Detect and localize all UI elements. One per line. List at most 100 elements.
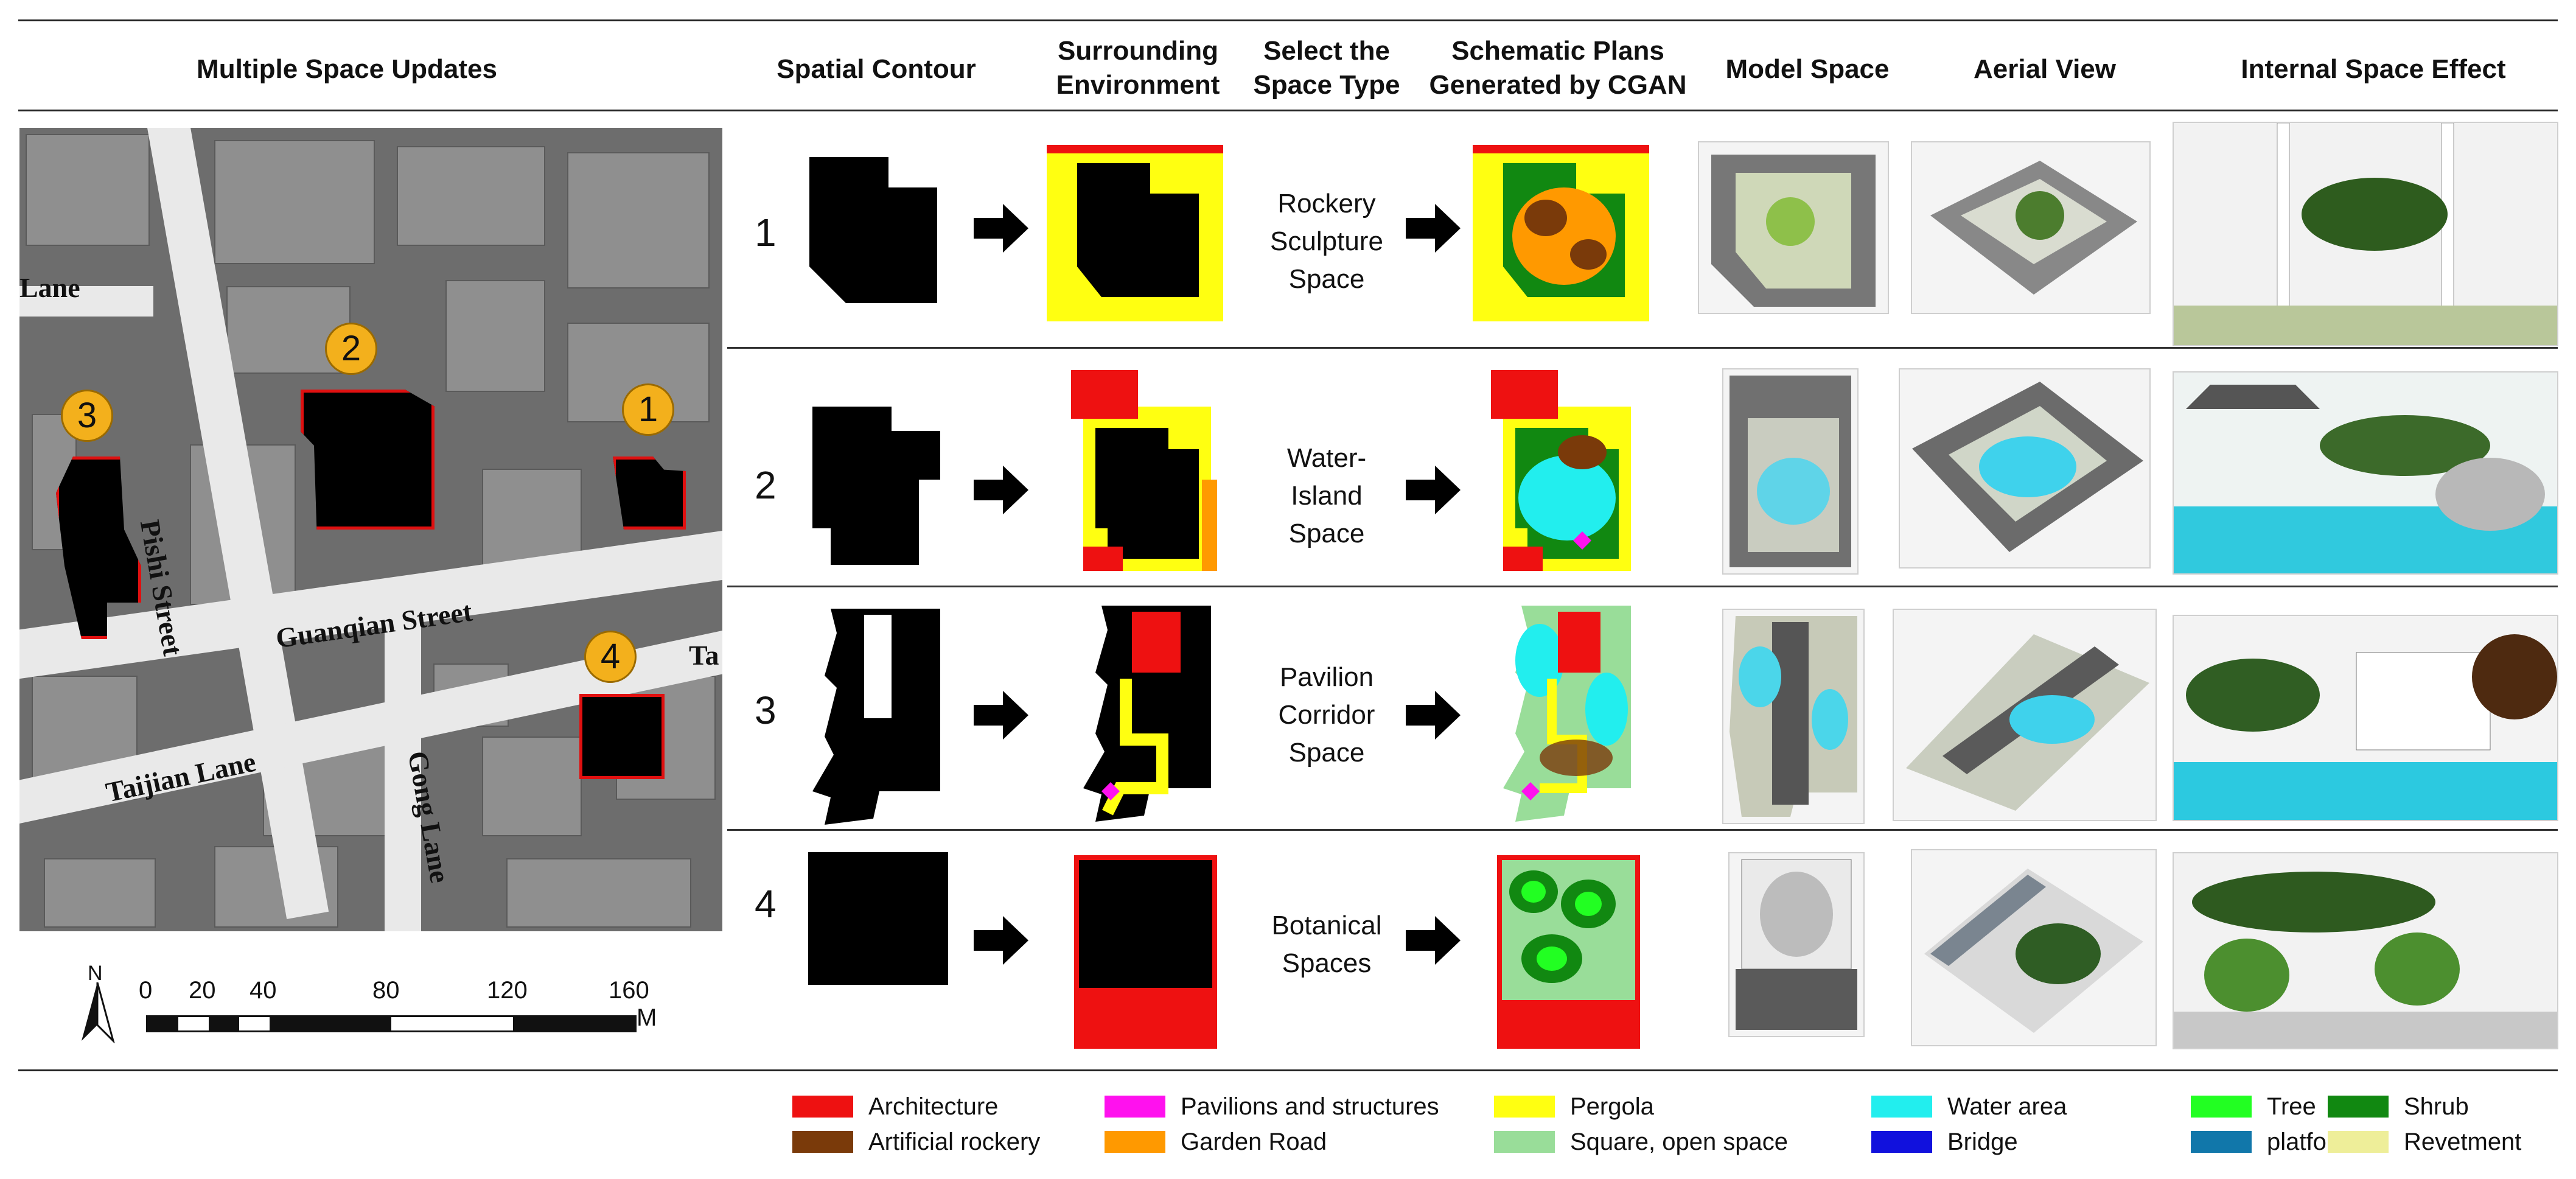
street-lane-top: Lane (19, 272, 80, 303)
marker-2: 2 (325, 323, 377, 375)
legend-swatch (1105, 1131, 1165, 1153)
legend-swatch (2328, 1096, 2389, 1118)
row-1-number: 1 (755, 211, 777, 254)
header-schematic-line2: Generated by CGAN (1429, 70, 1687, 100)
row-separator-2 (727, 586, 2558, 587)
row-2-aerial-view (1899, 368, 2151, 569)
row-3-type-line-3: Space (1288, 738, 1365, 768)
row-1-space-type: Rockery Sculpture Space (1254, 185, 1400, 298)
legend-label: Architecture (868, 1093, 999, 1120)
row-2-space-type: Water-Island Space (1254, 439, 1400, 553)
row-4-type-line-2: Spaces (1282, 948, 1372, 978)
row-1-contour (809, 157, 937, 303)
arrow-right-icon (1406, 916, 1461, 965)
row-1-model-space (1698, 141, 1889, 314)
legend-label: Pavilions and structures (1181, 1093, 1439, 1120)
row-3-number: 3 (755, 688, 777, 732)
row-3-space-type: Pavilion Corridor Space (1254, 659, 1400, 772)
row-3-internal-effect (2173, 615, 2558, 821)
header-surrounding-line2: Environment (1056, 70, 1220, 100)
legend-label: Revetment (2404, 1128, 2522, 1155)
scale-tick-40: 40 (250, 977, 277, 1004)
street-ta: Ta (689, 640, 719, 671)
arrow-right-icon (974, 691, 1028, 740)
header-select-line2: Space Type (1253, 70, 1400, 100)
row-4-number: 4 (755, 882, 777, 926)
arrow-right-icon (974, 204, 1028, 253)
north-arrow: N (79, 962, 116, 1043)
legend-swatch (792, 1096, 853, 1118)
header-select: Select the Space Type (1235, 34, 1418, 102)
row-4-schematic (1497, 855, 1640, 1049)
scale-bar (146, 1015, 637, 1032)
scale-unit: M (637, 1004, 657, 1031)
legend-label: Water area (1947, 1093, 2067, 1120)
row-2-type-line-2: Space (1288, 519, 1365, 548)
row-3-type-line-2: Corridor (1278, 700, 1375, 730)
arrow-right-icon (1406, 466, 1461, 514)
row-1-aerial-view (1911, 141, 2151, 314)
row-3-schematic (1503, 606, 1631, 822)
scale-tick-120: 120 (487, 977, 528, 1004)
row-3-model-space (1722, 609, 1865, 824)
header-rule (18, 110, 2558, 111)
header-multiple: Multiple Space Updates (197, 54, 497, 84)
row-3-aerial-view (1893, 609, 2157, 821)
arrow-right-icon (974, 466, 1028, 514)
scale-tick-20: 20 (189, 977, 216, 1004)
arrow-right-icon (1406, 204, 1461, 253)
legend-swatch (2191, 1131, 2252, 1153)
marker-1: 1 (622, 383, 674, 436)
header-select-line1: Select the (1263, 36, 1390, 66)
header-aerial: Aerial View (1974, 54, 2116, 84)
legend-label: Tree (2267, 1093, 2316, 1120)
header-surrounding: Surrounding Environment (1035, 34, 1241, 102)
header-contour: Spatial Contour (777, 54, 976, 84)
site-1 (613, 457, 686, 530)
row-3-environment (1083, 606, 1211, 822)
header-model: Model Space (1725, 54, 1890, 84)
scale-tick-0: 0 (139, 977, 153, 1004)
legend-label: Shrub (2404, 1093, 2469, 1120)
row-2-type-line-1: Water-Island (1286, 443, 1367, 511)
arrow-right-icon (1406, 691, 1461, 740)
row-4-contour (808, 852, 948, 985)
row-2-internal-effect (2173, 371, 2558, 575)
row-separator-3 (727, 829, 2558, 831)
header-internal: Internal Space Effect (2241, 54, 2506, 84)
legend-label: Square, open space (1570, 1128, 1789, 1155)
legend-swatch (1494, 1096, 1555, 1118)
scale-tick-80: 80 (372, 977, 400, 1004)
row-1-internal-effect (2173, 122, 2558, 346)
aerial-map: Lane Pishi Street Guanqian Street Taijia… (19, 128, 722, 931)
header-schematic: Schematic Plans Generated by CGAN (1418, 34, 1698, 102)
row-3-contour (812, 609, 940, 825)
row-2-model-space (1722, 368, 1859, 575)
top-rule (18, 19, 2558, 21)
header-surrounding-line1: Surrounding (1058, 36, 1218, 66)
legend-label: Garden Road (1181, 1128, 1327, 1155)
row-2-schematic (1491, 370, 1631, 571)
scale-tick-160: 160 (609, 977, 649, 1004)
row-4-type-line-1: Botanical (1271, 911, 1382, 940)
row-1-schematic (1473, 145, 1649, 321)
legend-rule (18, 1069, 2558, 1071)
row-1-type-line-2: Sculpture (1270, 226, 1383, 256)
row-4-environment (1074, 855, 1217, 1049)
marker-3: 3 (61, 390, 113, 442)
legend-label: Artificial rockery (868, 1128, 1041, 1155)
legend-swatch (1494, 1131, 1555, 1153)
row-separator-1 (727, 347, 2558, 349)
row-4-aerial-view (1911, 849, 2157, 1046)
row-1-type-line-3: Space (1288, 264, 1365, 294)
header-schematic-line1: Schematic Plans (1451, 36, 1664, 66)
site-3 (56, 457, 141, 639)
row-4-model-space (1728, 852, 1865, 1037)
row-4-internal-effect (2173, 852, 2558, 1049)
north-arrow-icon (82, 982, 115, 1043)
site-4 (579, 694, 665, 779)
legend-swatch (2328, 1131, 2389, 1153)
north-label: N (88, 962, 103, 985)
legend-swatch (1105, 1096, 1165, 1118)
site-2 (301, 390, 435, 530)
